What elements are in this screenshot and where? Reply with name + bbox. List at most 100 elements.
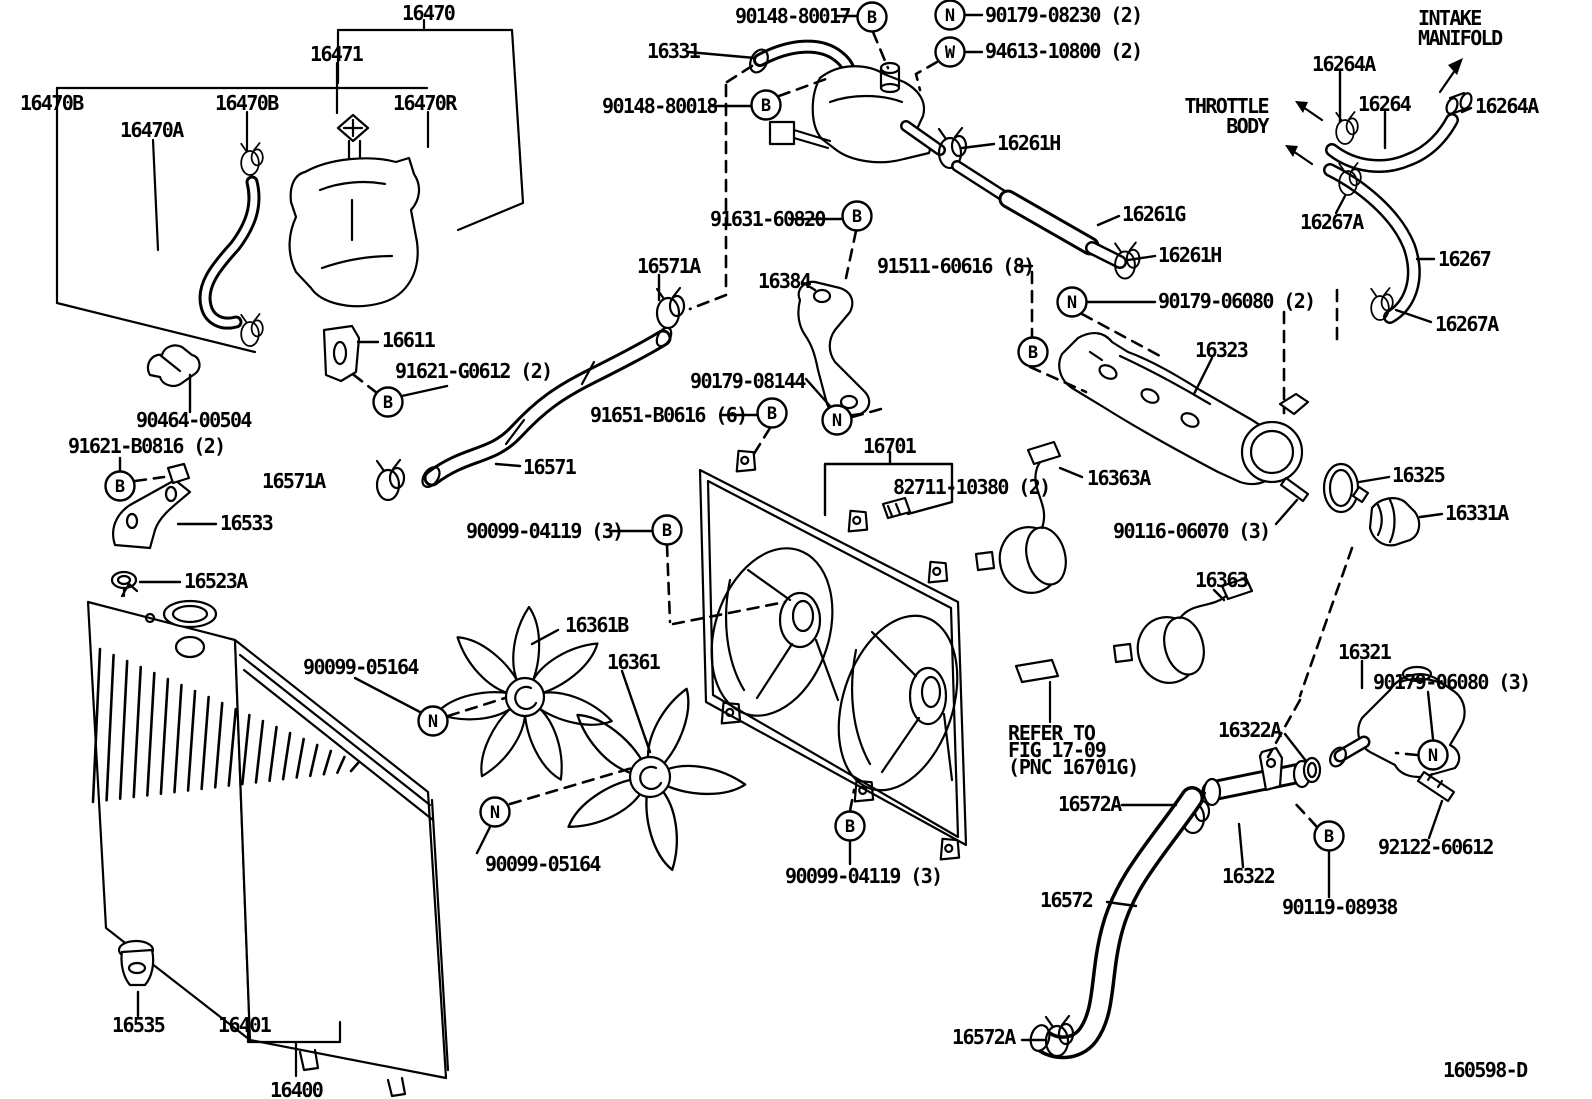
fastener-symbol-B: B: [1017, 336, 1049, 368]
part-label-16267: 16267: [1438, 247, 1491, 271]
svg-text:B: B: [1028, 343, 1038, 363]
thermostat-drawing: [1322, 462, 1421, 547]
part-label-16611: 16611: [382, 328, 436, 352]
alignment-dashes: [133, 30, 1419, 829]
part-label-91621-B0816(2): 91621-B0816 (2): [68, 434, 225, 458]
svg-text:B: B: [845, 817, 855, 837]
part-label-16322: 16322: [1222, 864, 1275, 888]
fastener-symbol-B: B: [841, 200, 873, 232]
svg-text:N: N: [490, 803, 500, 823]
radiator-core-hatching: [91, 647, 360, 804]
fastener-symbol-B: B: [104, 470, 136, 502]
part-label-90148-80017: 90148-80017: [735, 4, 850, 28]
part-label-16470R: 16470R: [393, 91, 458, 115]
fastener-symbol-N: N: [479, 796, 511, 828]
part-label-16361: 16361: [607, 650, 661, 674]
radiator-bracket-lines: [246, 1020, 342, 1078]
drain-plug-drawing: [117, 939, 155, 987]
pipe-16322-drawing: [1180, 746, 1456, 835]
part-label-16261H: 16261H: [997, 131, 1060, 155]
fastener-symbol-N: N: [821, 404, 853, 436]
part-label-16401: 16401: [218, 1013, 272, 1037]
fastener-symbol-N: N: [417, 705, 449, 737]
part-label-16267A: 16267A: [1300, 210, 1364, 234]
svg-text:N: N: [1067, 293, 1077, 313]
part-label-91511-60616(8): 91511-60616 (8): [877, 254, 1034, 278]
part-label-16571: 16571: [523, 455, 577, 479]
fastener-symbol-B: B: [856, 1, 888, 33]
fastener-symbol-B: B: [651, 514, 683, 546]
part-label-16321: 16321: [1338, 640, 1392, 664]
fan-motor-16363-drawing: [1112, 576, 1254, 684]
part-label-90179-08230(2): 90179-08230 (2): [985, 3, 1142, 27]
bracket-16611-drawing: [146, 324, 361, 387]
fan-16361B-drawing: [433, 605, 617, 786]
part-label-16572: 16572: [1040, 888, 1093, 912]
fan-16361-drawing: [561, 681, 747, 874]
svg-text:B: B: [767, 404, 777, 424]
fastener-symbol-B: B: [1313, 820, 1345, 852]
hose-16572-drawing: [1029, 786, 1204, 1060]
part-label-16470A: 16470A: [120, 118, 184, 142]
part-label-16470B: 16470B: [215, 91, 279, 115]
reservoir-tank-drawing: [288, 113, 421, 308]
svg-text:B: B: [383, 393, 393, 413]
part-label-91631-60820: 91631-60820: [710, 207, 825, 231]
svg-text:N: N: [1428, 746, 1438, 766]
part-label-16572A: 16572A: [952, 1025, 1016, 1049]
svg-text:B: B: [1324, 827, 1334, 847]
outlet-pipe-16323-drawing: [1058, 332, 1310, 503]
part-label-16267A: 16267A: [1435, 312, 1499, 336]
fastener-symbol-N: N: [934, 0, 966, 31]
part-label-16571A: 16571A: [262, 469, 326, 493]
connector-82711-drawing: [881, 496, 912, 520]
part-label-90148-80018: 90148-80018: [602, 94, 717, 118]
note-label-REFERTO: REFER TO: [1008, 721, 1096, 745]
part-label-16322A: 16322A: [1218, 718, 1282, 742]
note-label-THROTTLE: THROTTLE: [1184, 94, 1268, 118]
part-label-92122-60612: 92122-60612: [1378, 835, 1493, 859]
note-label-BODY: BODY: [1226, 114, 1269, 138]
fastener-symbol-B: B: [750, 89, 782, 121]
svg-text:N: N: [945, 6, 955, 26]
note-label-FIG17-09: FIG 17-09: [1008, 738, 1106, 762]
note-label-INTAKE: INTAKE: [1418, 6, 1481, 30]
part-label-16471: 16471: [310, 42, 364, 66]
part-label-90116-06070(3): 90116-06070 (3): [1113, 519, 1270, 543]
part-label-16264A: 16264A: [1312, 52, 1376, 76]
fastener-symbol-N: N: [1056, 286, 1088, 318]
part-labels: 16470 16471 16470B 16470A 16470B 16470R 16611 9…: [20, 1, 1541, 1099]
part-label-16523A: 16523A: [184, 569, 248, 593]
part-label-16261H: 16261H: [1158, 243, 1221, 267]
part-label-90119-08938: 90119-08938: [1282, 895, 1397, 919]
part-label-16572A: 16572A: [1058, 792, 1122, 816]
fastener-symbol-W: W: [934, 36, 966, 68]
part-label-16261G: 16261G: [1122, 202, 1186, 226]
part-label-16331A: 16331A: [1445, 501, 1509, 525]
reservoir-box-outline: [55, 18, 525, 354]
part-label-90099-04119(3): 90099-04119 (3): [785, 864, 942, 888]
part-label-90179-08144: 90179-08144: [690, 369, 806, 393]
part-label-16470B: 16470B: [20, 91, 84, 115]
fastener-symbol-B: B: [834, 810, 866, 842]
svg-text:W: W: [945, 43, 956, 63]
svg-text:B: B: [761, 96, 771, 116]
bracket-16533-drawing: [110, 462, 192, 598]
hose-16571-drawing: [375, 286, 686, 502]
svg-text:N: N: [428, 712, 438, 732]
part-label-16323: 16323: [1195, 338, 1248, 362]
part-label-16533: 16533: [220, 511, 273, 535]
fastener-symbol-B: B: [372, 386, 404, 418]
part-label-16384: 16384: [758, 269, 812, 293]
part-label-16363: 16363: [1195, 568, 1248, 592]
part-label-16470: 16470: [402, 1, 455, 25]
fastener-symbol-B: B: [756, 397, 788, 429]
svg-text:B: B: [662, 521, 672, 541]
note-label-MANIFOLD: MANIFOLD: [1418, 26, 1503, 50]
part-label-90099-04119(3): 90099-04119 (3): [466, 519, 623, 543]
part-label-16264A: 16264A: [1475, 94, 1539, 118]
part-label-90099-05164: 90099-05164: [303, 655, 419, 679]
part-label-16264: 16264: [1358, 92, 1412, 116]
